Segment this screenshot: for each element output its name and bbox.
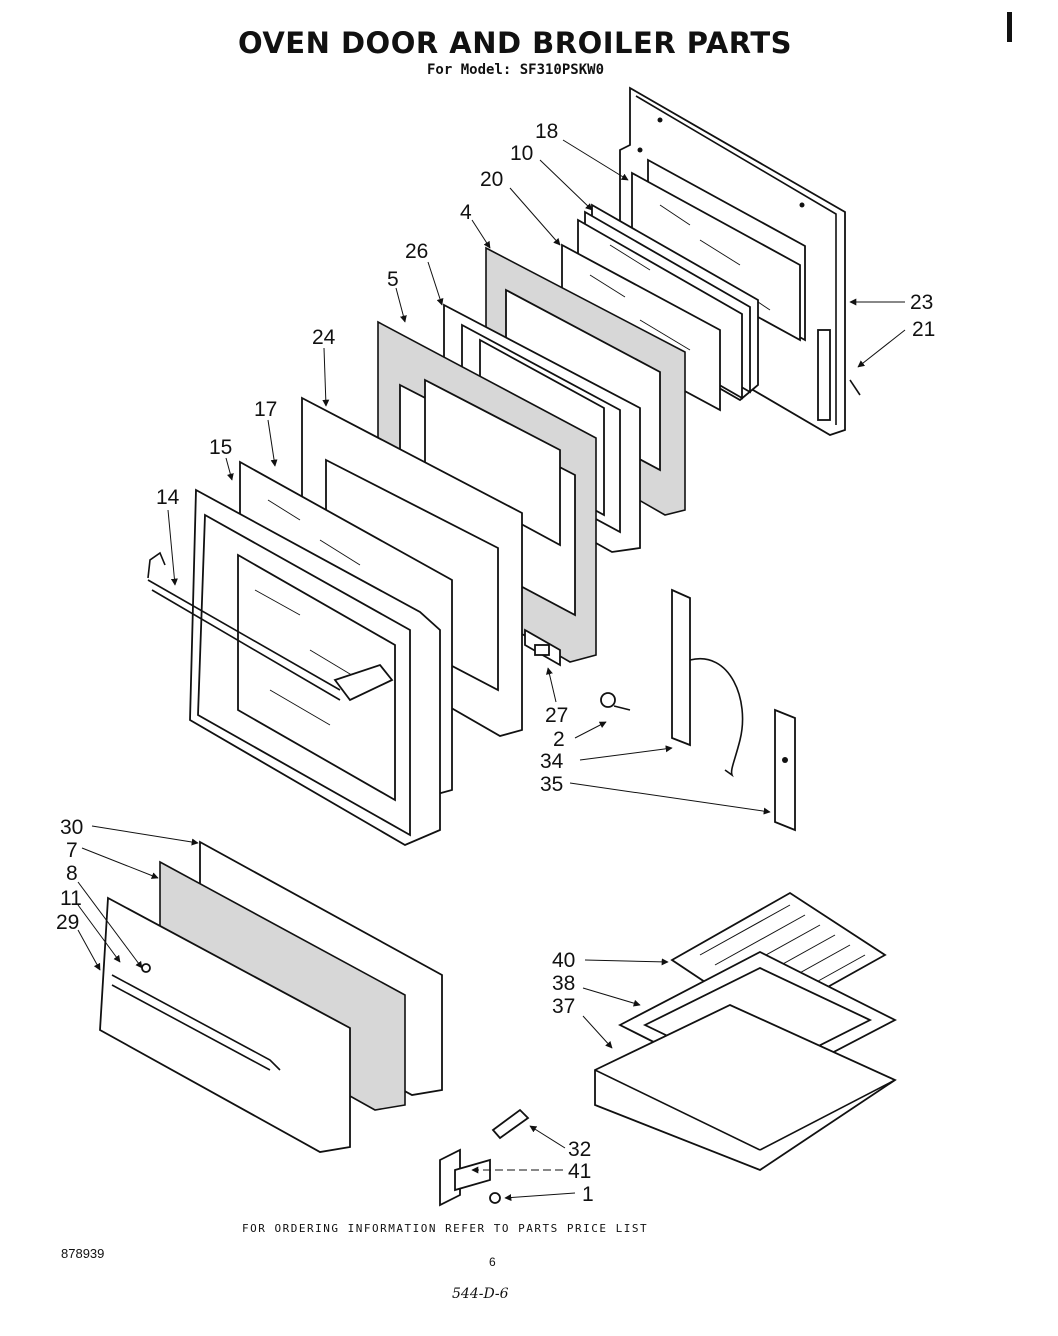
callout-21: 21 xyxy=(912,318,935,341)
handwritten-code: 544-D-6 xyxy=(452,1286,509,1302)
callout-40: 40 xyxy=(552,949,575,972)
page-number: 6 xyxy=(489,1255,496,1269)
callout-30: 30 xyxy=(60,816,83,839)
callout-15: 15 xyxy=(209,436,232,459)
callout-37: 37 xyxy=(552,995,575,1018)
part-27-bracket xyxy=(524,628,561,667)
callout-7: 7 xyxy=(66,839,78,862)
callout-10: 10 xyxy=(510,142,533,165)
broiler-pan xyxy=(594,891,897,1172)
small-hardware xyxy=(439,1108,530,1207)
callout-26: 26 xyxy=(405,240,428,263)
callout-27: 27 xyxy=(545,704,568,727)
callout-23: 23 xyxy=(910,291,933,314)
callout-8: 8 xyxy=(66,862,78,885)
model-subtitle: For Model: SF310PSKW0 xyxy=(427,62,605,78)
callout-1: 1 xyxy=(582,1183,594,1206)
corner-mark xyxy=(1007,12,1012,42)
part-14-outer-door xyxy=(147,488,441,847)
broiler-drawer-panels xyxy=(99,840,443,1153)
callout-34: 34 xyxy=(540,750,564,773)
callout-18: 18 xyxy=(535,120,558,143)
callout-2: 2 xyxy=(553,728,565,751)
callout-20: 20 xyxy=(480,168,503,191)
leader-lines xyxy=(77,139,906,1202)
callout-17: 17 xyxy=(254,398,277,421)
callout-35: 35 xyxy=(540,773,563,796)
hinge-hardware xyxy=(600,588,796,832)
callout-4: 4 xyxy=(460,201,472,224)
callout-32: 32 xyxy=(568,1138,591,1161)
ordering-note: FOR ORDERING INFORMATION REFER TO PARTS … xyxy=(242,1222,649,1235)
callout-24: 24 xyxy=(312,326,336,349)
callout-11: 11 xyxy=(60,887,82,910)
callout-14: 14 xyxy=(156,486,180,509)
callout-38: 38 xyxy=(552,972,575,995)
page-title: OVEN DOOR AND BROILER PARTS xyxy=(237,26,792,60)
callout-41: 41 xyxy=(568,1160,591,1183)
callout-5: 5 xyxy=(387,268,399,291)
callout-labels: 18 10 20 4 26 5 24 17 15 14 23 21 27 2 3… xyxy=(56,120,935,1206)
document-number: 878939 xyxy=(61,1246,105,1261)
callout-29: 29 xyxy=(56,911,79,934)
